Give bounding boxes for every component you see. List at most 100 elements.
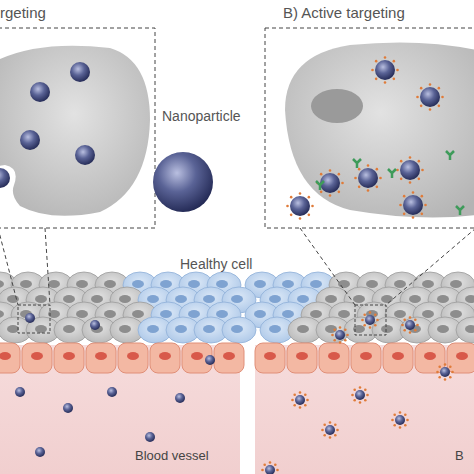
nucleus [310, 310, 322, 318]
ligand [421, 195, 424, 198]
ligand [359, 401, 362, 404]
tumor-cell [0, 46, 150, 216]
nucleus [269, 325, 281, 333]
nucleus [132, 280, 144, 288]
nucleus [119, 295, 131, 303]
blood-vessel-band: Blood vessel [0, 374, 240, 474]
nucleus [0, 352, 11, 360]
band-label: Blood vessel [135, 448, 209, 463]
nanoparticle [375, 60, 395, 80]
nucleus [104, 310, 116, 318]
nucleus [147, 325, 159, 333]
nucleus [310, 280, 322, 288]
nanoparticle [175, 393, 185, 403]
endothelial-cell [54, 343, 84, 373]
ligand [293, 393, 296, 396]
zoom-box [265, 28, 474, 228]
nucleus [7, 295, 19, 303]
ligand [359, 386, 362, 389]
ligand [369, 326, 372, 329]
nucleus [297, 325, 309, 333]
ligand [329, 436, 332, 439]
nanoparticle [30, 82, 50, 102]
ligand [438, 87, 441, 90]
ligand [406, 419, 409, 422]
ligand [376, 168, 379, 171]
blood-vessel-band: B [255, 374, 474, 474]
nucleus [311, 89, 363, 123]
nucleus [76, 280, 88, 288]
ligand [414, 329, 417, 332]
zoom-line [45, 228, 50, 305]
text-label: Nanoparticle [162, 108, 241, 124]
nucleus [269, 295, 281, 303]
ligand [366, 394, 369, 397]
ligand [321, 429, 324, 432]
ligand [333, 339, 336, 342]
ligand [396, 69, 399, 72]
endothelial-cell [351, 343, 381, 373]
ligand [393, 78, 396, 81]
receptor [388, 169, 396, 178]
nanoparticles [0, 56, 464, 474]
nucleus [188, 280, 200, 288]
ligand [351, 394, 354, 397]
ligand [412, 191, 415, 194]
zoom-line [300, 228, 355, 305]
endothelial-cell [0, 343, 20, 373]
ligand [393, 413, 396, 416]
nanoparticle [405, 320, 415, 330]
ligand [354, 177, 357, 180]
ligand [363, 324, 366, 327]
tissue [0, 272, 474, 343]
ligand [358, 186, 361, 189]
ligand [364, 388, 367, 391]
nanoparticle [295, 395, 305, 405]
ligand [400, 160, 403, 163]
nucleus [35, 295, 47, 303]
ligand [336, 429, 339, 432]
tumor-cell [456, 317, 474, 343]
ligand [344, 339, 347, 342]
text-label: rgeting [0, 4, 46, 21]
endothelial-cell [86, 343, 116, 373]
nanoparticle [400, 160, 420, 180]
ligand [331, 334, 334, 337]
ligand [409, 331, 412, 334]
nanoparticle [90, 320, 100, 330]
ligand [290, 214, 293, 217]
ligand [404, 424, 407, 427]
nucleus [63, 295, 75, 303]
ligand [299, 391, 302, 394]
zoom-box [0, 28, 155, 228]
ligand [367, 189, 370, 192]
nucleus [338, 310, 350, 318]
ligand [379, 177, 382, 180]
endothelial-cell [255, 343, 285, 373]
endothelial-cell [118, 343, 148, 373]
ligand [344, 328, 347, 331]
ligand [403, 329, 406, 332]
ligand [334, 434, 337, 437]
ligand [369, 311, 372, 314]
ligand [323, 434, 326, 437]
nanoparticle [325, 425, 335, 435]
nanoparticle [20, 130, 40, 150]
ligand [420, 105, 423, 108]
ligand [403, 318, 406, 321]
nucleus [95, 352, 107, 360]
nucleus [160, 280, 172, 288]
nucleus [254, 280, 266, 288]
nucleus [456, 352, 468, 360]
nucleus [338, 280, 350, 288]
ligand [320, 173, 323, 176]
nucleus [231, 325, 243, 333]
ligand [376, 186, 379, 189]
nanoparticle [365, 315, 375, 325]
nucleus [132, 310, 144, 318]
ligand [420, 87, 423, 90]
nucleus [392, 352, 404, 360]
ligand [304, 404, 307, 407]
nanoparticle [70, 62, 90, 82]
ligand [363, 313, 366, 316]
